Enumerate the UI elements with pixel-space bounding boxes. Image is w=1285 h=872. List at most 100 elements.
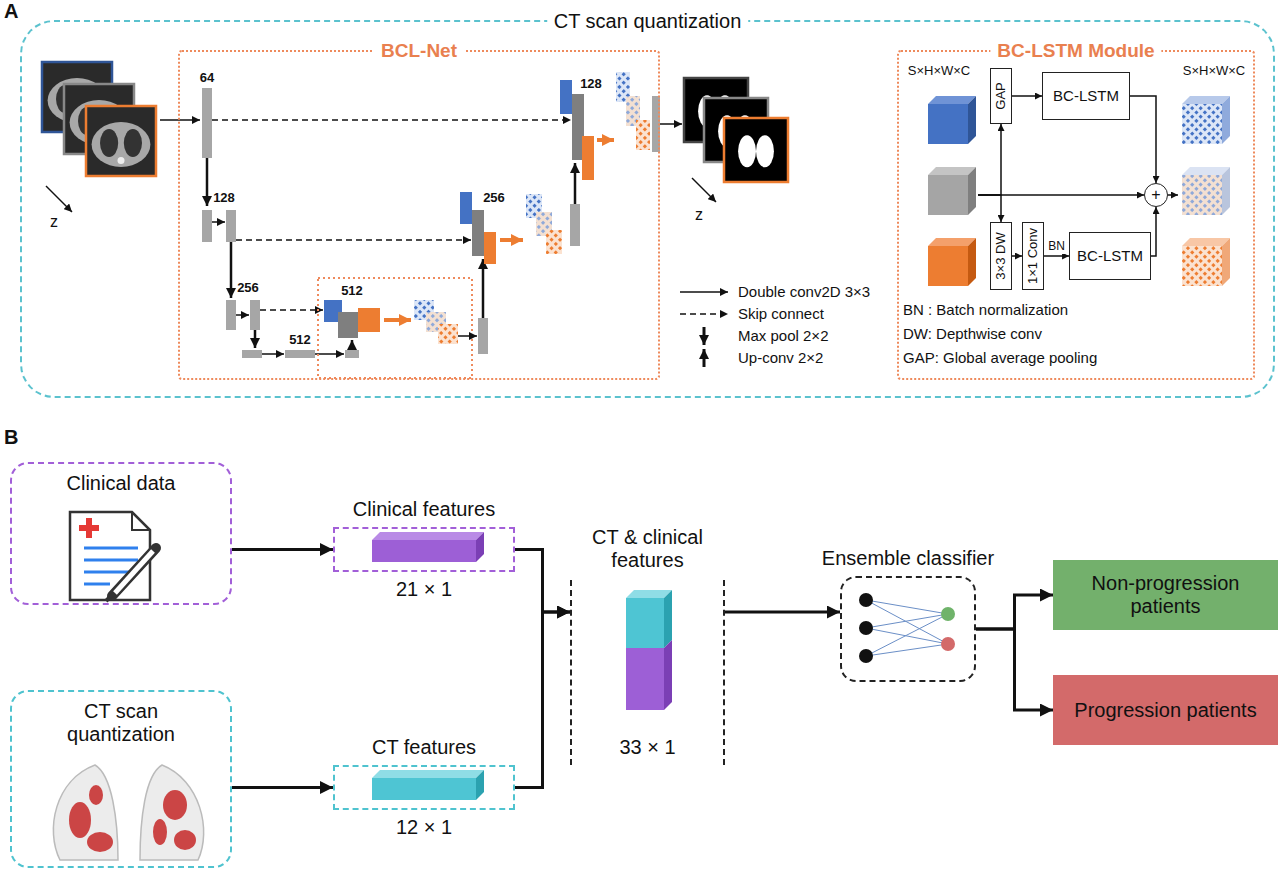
channel-number: z: [50, 213, 58, 231]
node-title: CT scan quantization: [547, 10, 749, 33]
prism-side: [1222, 238, 1230, 286]
channel-number: 256: [237, 281, 259, 296]
ct-ground: [86, 106, 156, 176]
feature-block: [358, 308, 380, 332]
document-line: [84, 559, 138, 562]
feature-box: CT & clinical features33 × 1: [570, 580, 725, 765]
outcome-box: Progression patients: [1053, 675, 1278, 745]
feature-output: S×H×W×C: [1178, 62, 1250, 298]
feature-block: [582, 136, 594, 180]
conv-bar: [226, 210, 236, 242]
prism-front: [372, 778, 476, 800]
ct-slice: [86, 106, 156, 176]
flow-connector: [1130, 96, 1156, 183]
arrow-line: [262, 353, 284, 355]
node-title: 3×3 DW: [994, 232, 1009, 279]
lung-outline: [140, 765, 204, 860]
lesion-blob: [87, 832, 113, 852]
checker-block: [546, 230, 562, 254]
ct-body: [92, 122, 151, 167]
flow-connector: [725, 611, 840, 614]
network-neuron: [859, 593, 873, 607]
flow-connector: [978, 124, 1001, 195]
feature-box: Clinical features21 × 1: [333, 527, 515, 572]
upconv-arrow: [351, 340, 354, 350]
legend-sample: [680, 313, 728, 315]
prism-top: [626, 590, 672, 598]
prism-front: [626, 648, 664, 710]
node-title: BC-LSTM Module: [990, 40, 1161, 62]
process-box: 3×3 DW: [990, 222, 1012, 290]
lesion-blob: [69, 802, 91, 838]
node-dimension: 21 × 1: [396, 578, 452, 601]
checker-block: [636, 120, 650, 150]
prism-side: [968, 96, 976, 144]
flow-connector: [1151, 207, 1156, 256]
prism-side: [664, 640, 672, 710]
node-title: 1×1 Conv: [1026, 228, 1041, 284]
network-output: [941, 637, 955, 651]
feature-cube: [1182, 96, 1230, 144]
connector-label: BN: [1047, 240, 1066, 254]
network-neuron: [859, 621, 873, 635]
arrow-line: [236, 314, 249, 316]
prism-top: [1182, 238, 1230, 246]
prism-side: [476, 770, 484, 800]
legend-sample: [703, 327, 706, 345]
feature-block: [484, 232, 496, 264]
pen-body: [115, 551, 153, 593]
conv-bar: [202, 210, 212, 242]
checker-block: [438, 324, 458, 344]
feature-prism: [626, 640, 672, 710]
node-title: Progression patients: [1074, 699, 1256, 722]
data-box: CT scan quantization: [10, 690, 232, 868]
flow-connector: [978, 194, 1144, 196]
conv-bar: [478, 318, 488, 354]
bclstm-arrow: [597, 138, 614, 142]
node-title: BC-LSTM: [1077, 247, 1143, 264]
legend-text: Max pool 2×2: [738, 327, 828, 344]
feature-cube: [1182, 238, 1230, 286]
legend-text: Up-conv 2×2: [738, 349, 823, 366]
arrow-line: [458, 335, 477, 337]
prism-top: [1182, 167, 1230, 175]
prism-front: [928, 175, 968, 215]
conv-bar: [226, 300, 236, 330]
network-link: [866, 644, 948, 656]
node-title: Clinical data: [67, 472, 176, 495]
feature-cube: [928, 167, 976, 215]
skip-arrow: [212, 119, 571, 121]
prism-front: [928, 104, 968, 144]
process-box: BC-LSTM: [1042, 72, 1130, 120]
prism-front: [1182, 104, 1222, 144]
abbreviation-note: GAP: Global average pooling: [903, 349, 1097, 366]
prism-side: [476, 532, 484, 562]
feature-cube: [928, 96, 976, 144]
panel-letter: A: [4, 0, 18, 23]
prism-front: [1182, 175, 1222, 215]
network-link: [866, 600, 948, 644]
process-box: 1×1 Conv: [1022, 222, 1044, 290]
prism-front: [626, 598, 664, 648]
input-arrow: [160, 119, 200, 121]
feature-box: CT features12 × 1: [333, 765, 515, 810]
document-line: [84, 547, 138, 550]
panel-letter: B: [4, 426, 18, 449]
lesion-blob: [89, 785, 103, 805]
mask-lung: [756, 135, 774, 167]
outcome-box: Non-progression patients: [1053, 560, 1278, 630]
flow-connector: [1044, 255, 1069, 257]
bclstm-arrow: [384, 318, 411, 322]
bclstm-region: [318, 278, 472, 378]
process-box: BC-LSTM: [1069, 232, 1151, 280]
feature-cube: [928, 238, 976, 286]
feature-prism: [372, 770, 484, 800]
mask-frame: [724, 118, 788, 182]
prism-top: [1182, 96, 1230, 104]
channel-number: 512: [341, 284, 363, 299]
conv-bar: [570, 204, 580, 246]
feature-block: [560, 80, 572, 114]
ct-frame: [86, 106, 156, 176]
maxpool-arrow: [254, 330, 257, 348]
node-dimension: 12 × 1: [396, 816, 452, 839]
